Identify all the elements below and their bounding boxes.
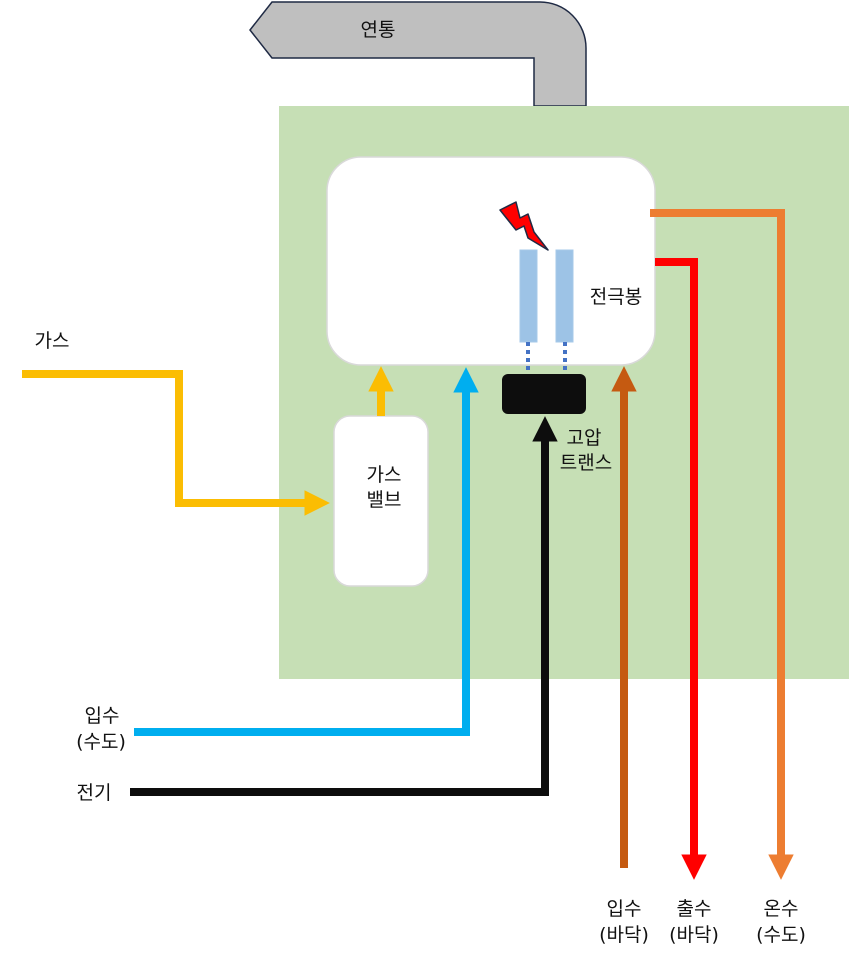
water-in-tap-label-line2: (수도) [76,731,126,753]
gas-line [22,370,330,516]
water-in-tap-line [134,367,479,736]
flue-label: 연통 [361,19,396,41]
electrode-label: 전극봉 [590,286,642,308]
hot-water-label-line2: (수도) [756,924,806,946]
water-out-floor-label-line2: (바닥) [669,924,719,946]
flue-pipe [249,1,587,107]
hot-water-label-line1: 온수 [764,898,799,920]
water-in-tap-label-line1: 입수 [85,705,120,727]
water-out-floor-line [655,258,707,880]
electricity-line [130,416,558,796]
spark-icon [499,201,549,251]
electricity-label: 전기 [77,782,112,804]
gas-valve-label-line2: 밸브 [367,489,402,511]
gas-valve-label-line1: 가스 [367,464,402,486]
transformer-box [502,374,586,414]
electrode-rod-right [555,249,574,343]
gas-label: 가스 [35,330,70,352]
electrode-rod-left [519,249,538,343]
hot-water-line [650,209,794,880]
transformer-label-line2: 트랜스 [560,452,612,474]
transformer-label-line1: 고압 [567,427,602,449]
combustion-chamber [326,156,656,366]
water-out-floor-label-line1: 출수 [677,898,712,920]
water-in-floor-label-line1: 입수 [607,898,642,920]
water-in-floor-label-line2: (바닥) [599,924,649,946]
